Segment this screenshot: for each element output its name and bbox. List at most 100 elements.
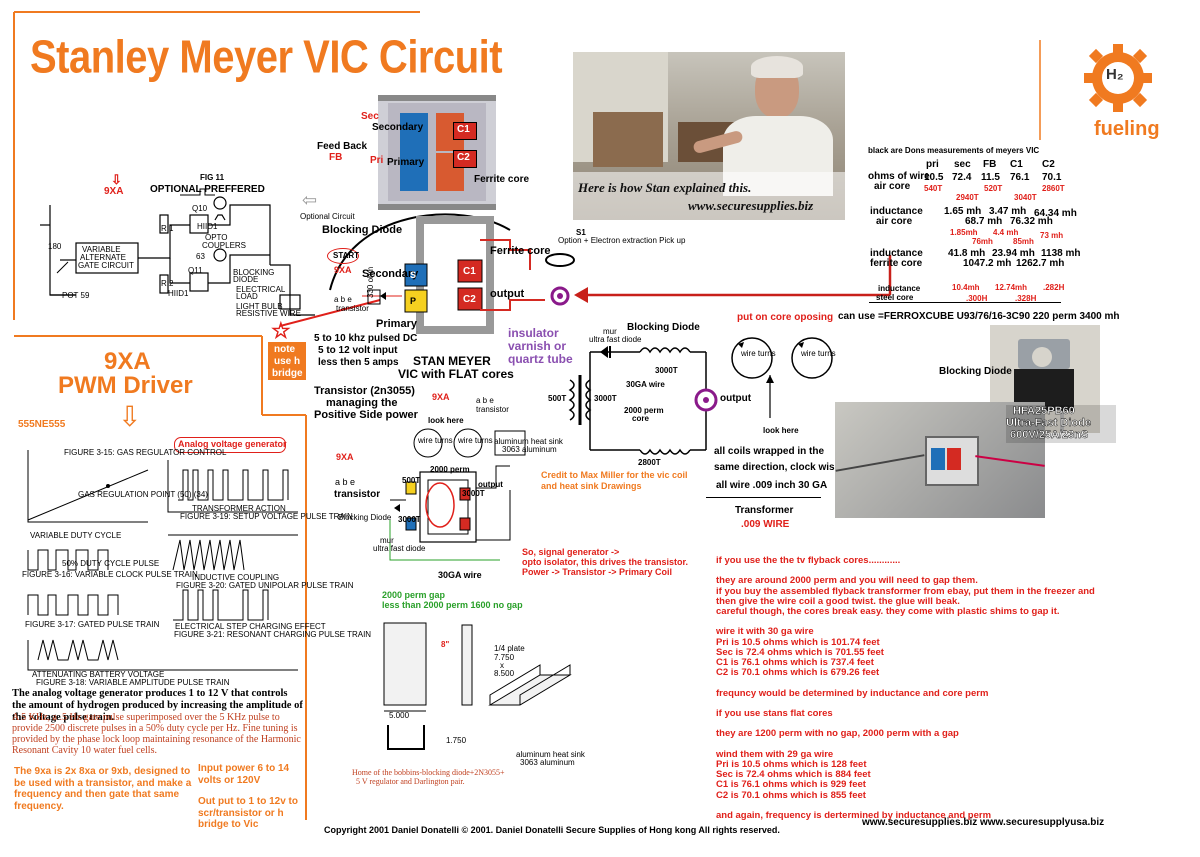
n180-label: 180	[48, 242, 62, 251]
ind-steel-pri: 10.4mh	[952, 283, 980, 292]
awg-mid-label: 30GA wire	[438, 570, 482, 580]
left-arrow-icon: ⇦	[302, 190, 318, 210]
fig317-label: FIGURE 3-17: GATED PULSE TRAIN	[25, 620, 160, 629]
insulator-line3: quartz tube	[508, 352, 573, 366]
ultra-mid-label: ultra fast diode	[373, 544, 426, 553]
plate-label: 1/4 plate	[494, 644, 525, 653]
nine-xa-mid-label: 9XA	[336, 452, 354, 462]
dim-1750-label: 1.750	[446, 736, 467, 745]
ind-steel-c1: .328H	[1015, 294, 1037, 303]
optional-circuit-label: Optional Circuit	[300, 212, 355, 221]
elec-line1: ELECTRICAL	[236, 285, 286, 294]
c1-box-top	[453, 122, 477, 140]
ferrite-core-center-label: Ferrite core	[490, 245, 551, 257]
inductive-label: INDUCTIVE COUPLING	[192, 573, 280, 582]
heat-sink-bottom-label: aluminum heat sink	[516, 750, 585, 759]
note-line-8: Pri is 10.5 ohms which is 101.74 feet	[716, 636, 880, 648]
note-line-25: and again, frequency is dertermined by i…	[716, 810, 992, 822]
ferrite-core-top-label: Ferrite core	[474, 174, 530, 185]
pwm-paragraph-1: The analog voltage generator produces 1 …	[12, 688, 303, 723]
ind-air-red-fb: 4.4 mh	[993, 228, 1019, 237]
diode-label-backdrop	[1006, 405, 1116, 443]
note-line-2: they are around 2000 perm and you will n…	[716, 575, 978, 587]
photo-caption-line1: Here is how Stan explained this.	[578, 180, 752, 195]
positive-side-label: Positive Side power	[314, 409, 418, 421]
transistor-right-label: transistor	[476, 405, 509, 414]
c2-box-top	[453, 150, 477, 168]
ohms-pri: 10.5	[924, 172, 944, 183]
ind-air-label2: air core	[876, 216, 913, 227]
t500-mid-label: 500T	[402, 476, 421, 485]
nine-xa-right-label: 9XA	[432, 392, 450, 402]
ind-steel-sec: .300H	[966, 294, 988, 303]
wire-turns-right-2: wire turns	[801, 349, 836, 358]
diode-rating-label: 600V/25A/23nS	[1010, 429, 1089, 441]
ind-air-pri: 1.65 mh	[944, 206, 982, 217]
heat-sink-mid-label: aluminum heat sink	[494, 437, 563, 446]
h2-gear-icon	[1084, 44, 1152, 112]
so-line3: Power -> Transistor -> Primary Coil	[522, 567, 673, 577]
hdr-fb: FB	[983, 159, 997, 170]
n63-label: 63	[196, 252, 205, 261]
wire-turns-diagram	[731, 337, 833, 379]
freq-line2: 5 to 12 volt input	[318, 345, 398, 356]
diode-type-label: Ultra-Fast Diode	[1006, 417, 1091, 429]
ind-steel-label2: steel core	[876, 293, 914, 302]
ind-air-sec: 68.7 mh	[965, 216, 1003, 227]
secondary-label: Secondary	[372, 122, 424, 133]
down-arrow-red-icon: ⇩	[111, 172, 122, 187]
gate-line3: GATE CIRCUIT	[78, 261, 134, 270]
coils-line2: same direction, clock wise	[714, 462, 841, 473]
ind-steel-label1: inductance	[878, 284, 921, 293]
analog-oval	[174, 437, 286, 453]
dim-7750-label: 7.750	[494, 653, 515, 662]
footer-sites[interactable]: www.securesupplies.biz www.securesupplyu…	[862, 817, 1105, 828]
output-center-label: output	[490, 288, 525, 300]
heat-sink-mid-label2: 3063 aluminum	[502, 445, 557, 454]
blocking-line2: DIODE	[233, 275, 259, 284]
credit-line1: Credit to Max Miller for the vic coil	[541, 470, 688, 480]
ind-fer-label2: ferrite core	[870, 258, 923, 269]
fig318-label: FIGURE 3-18: VARIABLE AMPLITUDE PULSE TR…	[36, 678, 230, 687]
hiid1-label: HIID1	[197, 222, 218, 231]
gap-line2: less than 2000 perm 1600 no gap	[382, 600, 523, 610]
abe-mid-label: a b e	[335, 477, 356, 487]
fig11-label: FIG 11	[200, 173, 225, 182]
abe-right-label: a b e	[476, 396, 494, 405]
heat-sink-drawing	[383, 622, 572, 750]
pwm-title-line1: 9XA	[104, 348, 151, 375]
hiid1b-label: HIID1	[168, 289, 189, 298]
turns-c1: 3040T	[1014, 193, 1037, 202]
abe-center-label: a b e	[334, 295, 352, 304]
hdr-c1: C1	[1010, 159, 1023, 170]
ind-air-label1: inductance	[870, 206, 923, 217]
hdr-pri: pri	[926, 159, 939, 170]
hdr-c2: C2	[1042, 159, 1055, 170]
analog-label: Analog voltage generator	[178, 439, 287, 449]
note-line-20: Pri is 10.5 ohms which is 128 feet	[716, 759, 867, 771]
heat-sink-bottom-label2: 3063 aluminum	[520, 758, 575, 767]
vic-center-schematic	[280, 213, 575, 334]
note-line-5: careful though, the cores break easy. th…	[716, 606, 1060, 618]
stan-meyer-label: STAN MEYER	[413, 354, 491, 368]
ultra-right-label: ultra fast diode	[589, 335, 642, 344]
vic-coil-photo	[378, 95, 496, 210]
start-oval	[327, 248, 359, 264]
mid-transformer-drawing	[389, 465, 511, 561]
logo-h2-text: H₂	[1106, 66, 1124, 83]
pwm-paragraph-2: A 5 KHz, a .5 Hz gate pulse superimposed…	[12, 712, 301, 756]
q11-label: Q11	[188, 266, 203, 275]
q10-label: Q10	[192, 204, 208, 213]
dim-8500-label: 8.500	[494, 669, 515, 678]
freq-line3: less then 5 amps	[318, 357, 399, 368]
put-on-core-label: put on core oposing	[737, 312, 834, 323]
wire009-label: .009 WIRE	[741, 519, 790, 530]
look-here-arrow-icon	[766, 375, 774, 418]
mid-wire-turns-diagram	[413, 428, 526, 458]
r1-label: R 1	[161, 224, 174, 233]
fig316-label: FIGURE 3-16: VARIABLE CLOCK PULSE TRAIN	[22, 570, 198, 579]
elec-line2: LOAD	[236, 292, 258, 301]
right-notes: if you use the the tv flyback cores.....…	[716, 555, 1096, 822]
ind-air-red-pri: 1.85mh	[950, 228, 978, 237]
freq-line1: 5 to 10 khz pulsed DC	[314, 333, 418, 344]
